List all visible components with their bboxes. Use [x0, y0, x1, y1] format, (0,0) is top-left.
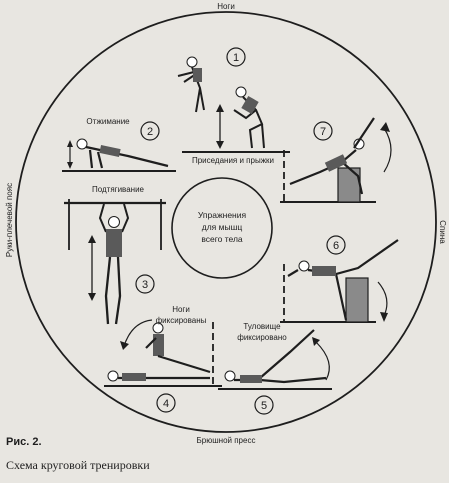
station-5-label-line-2: фиксировано: [237, 333, 287, 342]
station-4-label-line-2: фиксированы: [156, 316, 207, 325]
station-6-number: 6: [333, 240, 339, 252]
center-circle: [171, 177, 273, 279]
station-6-back-leg-lift: 6: [280, 235, 399, 323]
station-3-number-circle: [135, 274, 155, 294]
station-1-number: 1: [233, 52, 239, 64]
label-right-back: Спина: [438, 220, 447, 244]
station-3-pullups: 3 Подтягивание: [64, 185, 166, 325]
station-5-number: 5: [261, 400, 267, 412]
label-bottom-abs: Брюшной пресс: [197, 436, 256, 445]
label-left-arms-shoulders: Руки-плечевой пояс: [5, 183, 14, 257]
label-top-legs: Ноги: [217, 2, 235, 11]
station-4-number: 4: [163, 398, 169, 410]
station-5-leg-raises-torso-fixed: 5 Туловище фиксировано: [218, 322, 332, 415]
station-4-number-circle: [156, 393, 176, 413]
center-label-line-3: всего тела: [201, 234, 243, 244]
station-2-pushups: 2 Отжимание: [62, 117, 176, 172]
figure-number: Рис. 2.: [6, 436, 42, 448]
station-4-label-line-1: Ноги: [172, 305, 190, 314]
station-1-number-circle: [226, 47, 246, 67]
figure-caption: Схема круговой тренировки: [6, 458, 150, 472]
station-1-squats-jumps: 1 Приседания и прыжки: [177, 47, 290, 165]
station-4-situps-legs-fixed: 4 Ноги фиксированы: [104, 305, 222, 413]
station-6-number-circle: [326, 235, 346, 255]
station-3-label: Подтягивание: [92, 185, 145, 194]
outer-circle: [15, 11, 437, 433]
center-label-line-2: для мышц: [202, 222, 243, 232]
station-2-number-circle: [140, 121, 160, 141]
station-5-number-circle: [254, 395, 274, 415]
station-7-number-circle: [313, 121, 333, 141]
station-2-label: Отжимание: [86, 117, 130, 126]
station-1-label: Приседания и прыжки: [192, 156, 274, 165]
station-5-label-line-1: Туловище: [243, 322, 281, 331]
station-7-hyperextension: 7: [280, 117, 392, 203]
station-2-number: 2: [147, 126, 153, 138]
station-3-number: 3: [142, 279, 148, 291]
center-label-line-1: Упражнения: [198, 210, 247, 220]
station-7-number: 7: [320, 126, 326, 138]
